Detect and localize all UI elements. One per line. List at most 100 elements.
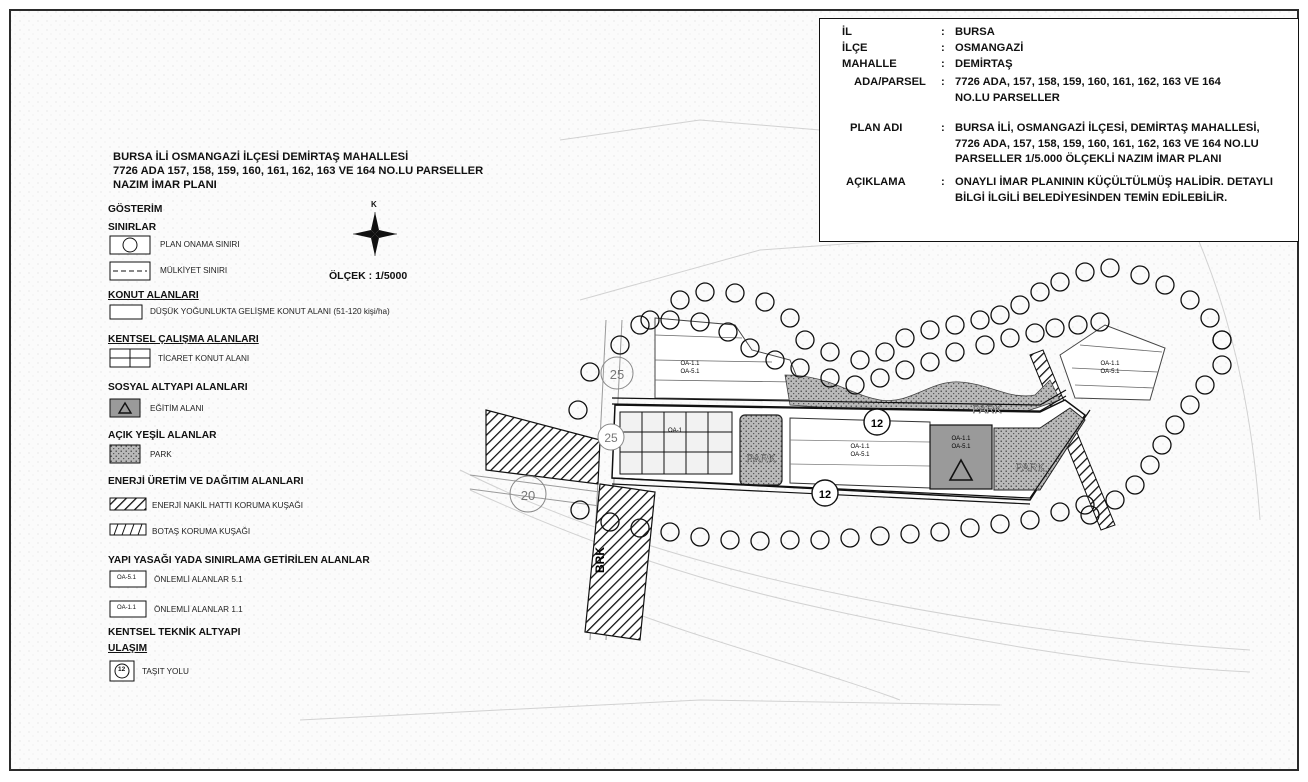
boundary-circle bbox=[990, 514, 1010, 534]
oa11-label-edu: OA-1.1 bbox=[951, 436, 971, 442]
legend-oa11: ÖNLEMLİ ALANLAR 1.1 bbox=[154, 605, 243, 614]
boundary-circle bbox=[1105, 490, 1125, 510]
boundary-circle bbox=[670, 290, 690, 310]
park-west bbox=[739, 414, 783, 486]
road-12-label-south: 12 bbox=[819, 489, 831, 501]
boundary-circle bbox=[640, 310, 660, 330]
legend-tasit-yolu: TAŞIT YOLU bbox=[142, 667, 189, 676]
boundary-circle bbox=[600, 512, 620, 532]
oa11-label-upper-right: OA-1.1 bbox=[1100, 361, 1120, 367]
legend-sinirlar: SINIRLAR bbox=[108, 222, 157, 233]
boundary-circle bbox=[660, 522, 680, 542]
upper-left-plot bbox=[654, 317, 801, 401]
oa1-label-grid: OA-1 bbox=[668, 428, 683, 434]
boundary-circle bbox=[630, 518, 650, 538]
legend-kentsel-calisma: KENTSEL ÇALIŞMA ALANLARI bbox=[108, 334, 259, 345]
boundary-circle bbox=[1125, 475, 1145, 495]
legend-egitim: EĞİTİM ALANI bbox=[150, 404, 204, 413]
boundary-circle bbox=[1050, 502, 1070, 522]
boundary-circle bbox=[960, 518, 980, 538]
boundary-circle bbox=[660, 310, 680, 330]
boundary-circle bbox=[720, 530, 740, 550]
boundary-circle bbox=[690, 312, 710, 332]
oa51-label-res: OA-5.1 bbox=[850, 452, 870, 458]
legend-symbols bbox=[109, 212, 397, 682]
boundary-circle bbox=[895, 360, 915, 380]
boundary-circle bbox=[820, 342, 840, 362]
boundary-circle bbox=[1130, 265, 1150, 285]
boundary-circle bbox=[1212, 355, 1232, 375]
boundary-circle bbox=[630, 315, 650, 335]
boundary-circle bbox=[740, 338, 760, 358]
boundary-circle bbox=[875, 342, 895, 362]
road-25-label: 25 bbox=[610, 367, 624, 382]
boundary-circle bbox=[570, 500, 590, 520]
boundary-circle bbox=[810, 530, 830, 550]
legend-yapi-yasagi: YAPI YASAĞI YADA SINIRLAMA GETİRİLEN ALA… bbox=[108, 555, 370, 566]
oa11-label-res: OA-1.1 bbox=[850, 444, 870, 450]
road-12-label-north: 12 bbox=[871, 418, 883, 430]
legend-enerji-nakil: ENERJİ NAKİL HATTI KORUMA KUŞAĞI bbox=[152, 501, 304, 510]
legend-ulasim: ULAŞIM bbox=[108, 643, 148, 654]
boundary-circle bbox=[610, 335, 630, 355]
legend-ticaret-konut: TİCARET KONUT ALANI bbox=[158, 354, 250, 363]
boundary-circle bbox=[1010, 295, 1030, 315]
boundary-circle bbox=[1152, 435, 1172, 455]
legend-title-line-1: BURSA İLİ OSMANGAZİ İLÇESİ DEMİRTAŞ MAHA… bbox=[113, 151, 409, 163]
boundary-circle bbox=[920, 352, 940, 372]
legend-enerji: ENERJİ ÜRETİM VE DAĞITIM ALANLARI bbox=[108, 476, 304, 487]
boundary-circle bbox=[1025, 323, 1045, 343]
boundary-circle bbox=[930, 522, 950, 542]
boundary-circle bbox=[725, 283, 745, 303]
boundary-circle bbox=[840, 528, 860, 548]
boundary-circle bbox=[945, 315, 965, 335]
legend-tasit-code: 12 bbox=[118, 666, 126, 673]
oa11-label-upper-left: OA-1.1 bbox=[680, 361, 700, 367]
legend-teknik-altyapi: KENTSEL TEKNİK ALTYAPI bbox=[108, 627, 241, 638]
boundary-circle bbox=[780, 308, 800, 328]
boundary-circle bbox=[580, 362, 600, 382]
park-label-east: PARK bbox=[1015, 462, 1045, 474]
legend-sosyal-altyapi: SOSYAL ALTYAPI ALANLARI bbox=[108, 382, 248, 393]
legend-mulkiyet: MÜLKİYET SINIRI bbox=[160, 266, 228, 275]
boundary-circle bbox=[1100, 258, 1120, 278]
park-label-north: PARK bbox=[972, 404, 1002, 416]
legend-konut-alanlari: KONUT ALANLARI bbox=[108, 290, 199, 301]
boundary-circle bbox=[1140, 455, 1160, 475]
boundary-circle bbox=[990, 305, 1010, 325]
legend-acik-yesil: AÇIK YEŞİL ALANLAR bbox=[108, 430, 217, 441]
park-east bbox=[993, 407, 1086, 491]
boundary-circle bbox=[1200, 308, 1220, 328]
boundary-circle bbox=[568, 400, 588, 420]
boundary-circle bbox=[790, 358, 810, 378]
boundary-circle bbox=[900, 524, 920, 544]
boundary-circle bbox=[1165, 415, 1185, 435]
boundary-circle bbox=[1020, 510, 1040, 530]
legend-dusuk-yogunluk: DÜŞÜK YOĞUNLUKTA GELİŞME KONUT ALANI (51… bbox=[150, 307, 390, 316]
botas-corridor-north bbox=[485, 409, 601, 485]
boundary-circle bbox=[945, 342, 965, 362]
oa51-label-upper-right: OA-5.1 bbox=[1100, 369, 1120, 375]
boundary-circle bbox=[1075, 495, 1095, 515]
boundary-circle bbox=[1212, 330, 1232, 350]
boundary-circle bbox=[750, 531, 770, 551]
boundary-circle bbox=[1155, 275, 1175, 295]
boundary-circle bbox=[1000, 328, 1020, 348]
boundary-circle bbox=[870, 526, 890, 546]
boundary-circle bbox=[1180, 290, 1200, 310]
boundary-circle bbox=[695, 282, 715, 302]
legend-title-line-2: 7726 ADA 157, 158, 159, 160, 161, 162, 1… bbox=[113, 165, 484, 177]
boundary-circle bbox=[795, 330, 815, 350]
road-25-label-2: 25 bbox=[604, 431, 618, 445]
botas-corridor-south bbox=[584, 483, 656, 641]
commercial-grid bbox=[619, 411, 733, 475]
legend-oa51: ÖNLEMLİ ALANLAR 5.1 bbox=[154, 575, 243, 584]
boundary-circle bbox=[1050, 272, 1070, 292]
boundary-circle bbox=[820, 368, 840, 388]
boundary-circle bbox=[870, 368, 890, 388]
legend-title-line-3: NAZIM İMAR PLANI bbox=[113, 179, 217, 191]
plan-info-box: İL : BURSA İLÇE : OSMANGAZİ MAHALLE : DE… bbox=[819, 18, 1299, 242]
legend-oa51-code: OA-5.1 bbox=[117, 575, 137, 581]
park-label-west: PARK bbox=[746, 453, 776, 465]
road-20-label: 20 bbox=[521, 488, 535, 503]
